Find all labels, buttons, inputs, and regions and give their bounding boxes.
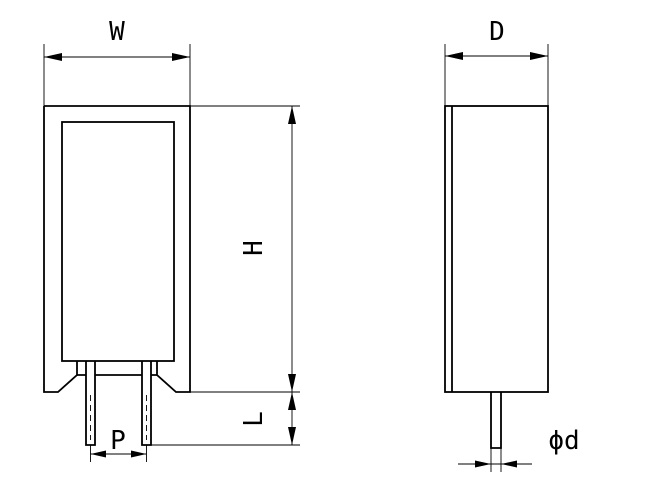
width-arrow-right [172,53,190,61]
width-label: W [109,17,125,47]
side-body-outline [444,105,549,393]
width-arrow-left [44,53,62,61]
front-left-lead [85,361,96,446]
lead-diameter-arrow-left [475,460,491,468]
depth-arrow-right [530,52,548,60]
depth-label: D [489,17,505,47]
lead-diameter-dimension: ϕd [458,426,580,472]
front-right-lead [141,361,152,446]
pitch-arrow-right [131,450,147,458]
height-label: H [239,240,269,256]
side-lead [490,392,502,449]
depth-dimension: D [444,17,549,106]
height-arrow-bottom [288,374,296,392]
side-view [444,105,549,449]
lead-length-label: L [239,411,269,427]
lead-diameter-label: ϕd [548,426,579,456]
depth-arrow-left [445,52,463,60]
width-dimension: W [43,17,191,106]
height-arrow-top [288,106,296,124]
lead-arrow-top [288,392,296,410]
front-body-outline [43,105,191,393]
front-view [43,105,191,446]
pitch-dimension: P [90,426,147,462]
lead-arrow-bottom [288,427,296,445]
height-dimension: H L [151,105,300,446]
pitch-label: P [110,426,126,456]
pitch-arrow-left [90,450,106,458]
lead-diameter-arrow-right [501,460,517,468]
front-inner-window [61,121,175,362]
